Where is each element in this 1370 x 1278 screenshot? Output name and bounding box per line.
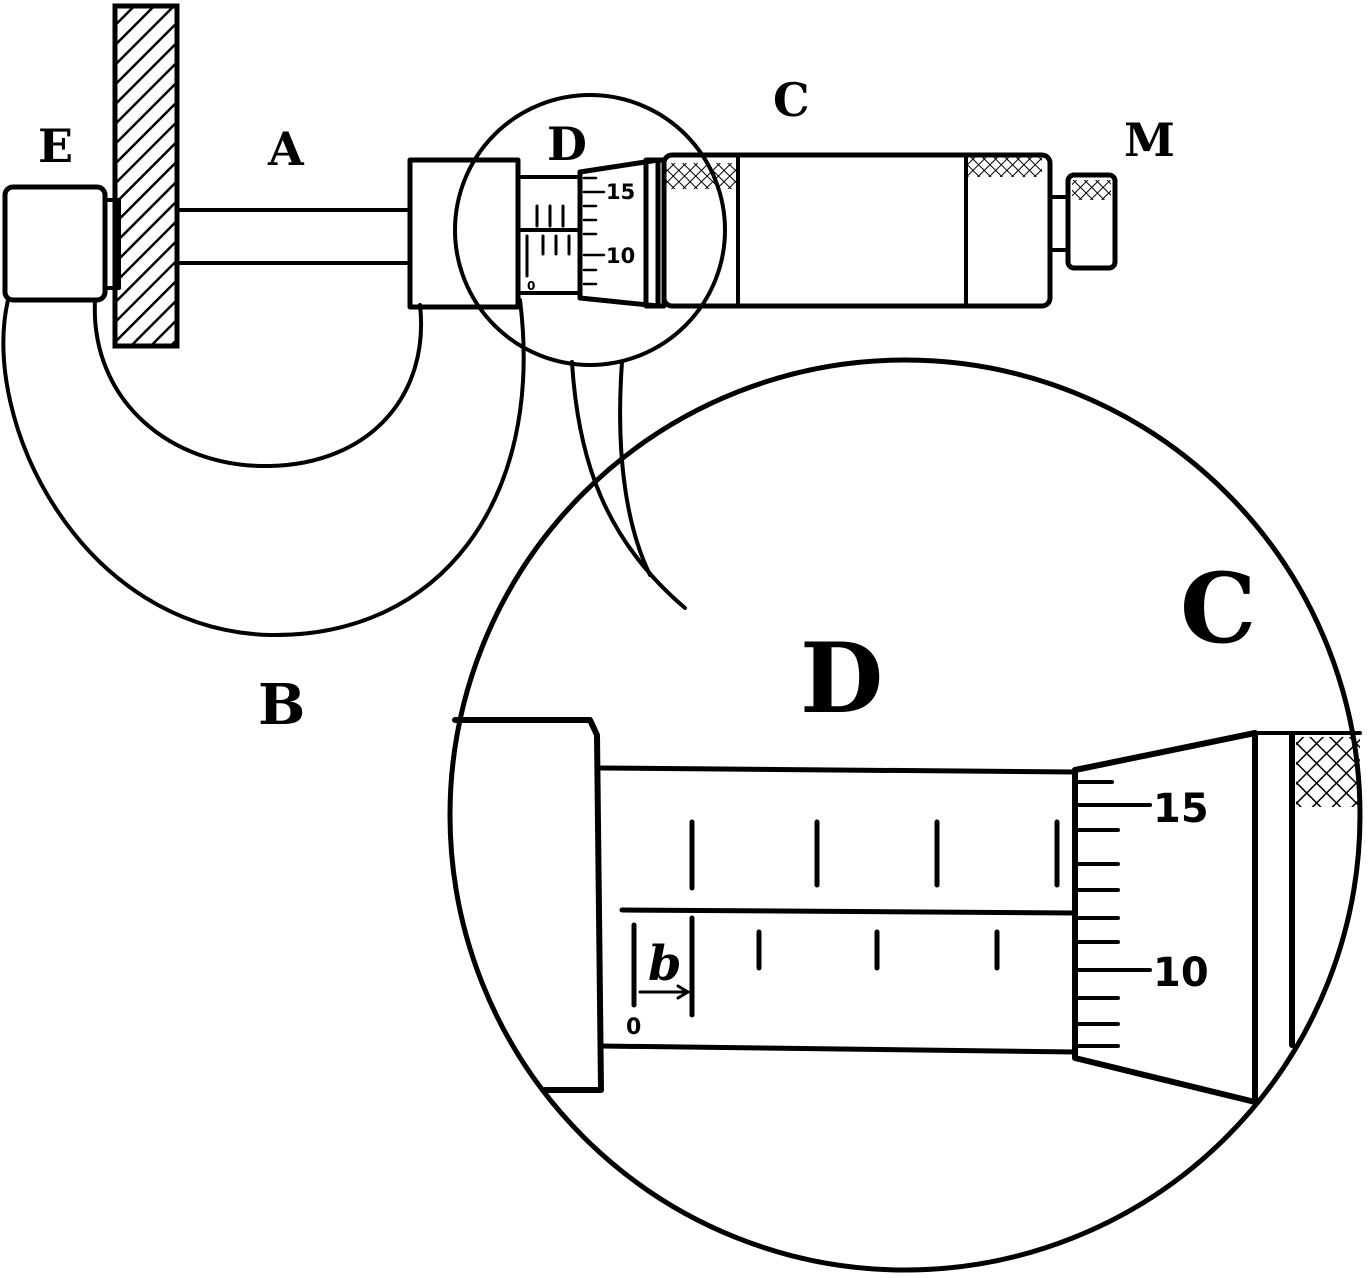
- frame-b-inner: [92, 298, 424, 469]
- zoom-b-arrowhead: [676, 984, 690, 1000]
- thimble-ticks-small: [582, 176, 606, 286]
- zoom-barrel-ticks-lower: [631, 915, 1000, 1018]
- zoom-thimble-cone: [1072, 730, 1258, 1105]
- label-a: A: [267, 122, 305, 176]
- zoom-barrel-top: [598, 765, 1078, 775]
- zoom-scale-10: 10: [1153, 950, 1209, 996]
- magnifier-circle: [453, 93, 727, 367]
- zoom-label-b: b: [648, 936, 682, 992]
- label-m: M: [1124, 113, 1175, 167]
- callout-line-right: [618, 360, 652, 577]
- ratchet-knurl: [1072, 180, 1111, 200]
- small-scale-10: 10: [606, 244, 635, 268]
- small-scale-0: 0: [527, 279, 535, 293]
- micrometer-small: 0 15 10: [1, 3, 1118, 638]
- callout-line-left: [570, 360, 687, 610]
- zoom-circle: [447, 357, 1363, 1273]
- zoom-label-c: C: [1180, 552, 1256, 665]
- zoom-reference-line: [619, 907, 1078, 916]
- zoom-scale-15: 15: [1153, 786, 1209, 832]
- thimble-knurl-right: [966, 157, 1042, 177]
- ratchet-m: [1065, 172, 1118, 271]
- thimble-knurl-left: [666, 163, 736, 189]
- zoom-barrel-ticks-upper: [689, 819, 1060, 891]
- barrel-d-ticks: [525, 204, 571, 278]
- anvil-e: [2, 184, 108, 303]
- thimble-body-c: [661, 152, 1053, 309]
- zoom-barrel-bottom: [598, 1043, 1078, 1055]
- small-scale-15: 15: [606, 180, 635, 204]
- label-d: D: [547, 117, 587, 171]
- zoom-sleeve-block: [452, 717, 604, 1093]
- label-b: B: [258, 672, 305, 738]
- thimble-collar: [643, 157, 667, 309]
- zoom-thimble-knurl: [1296, 737, 1360, 807]
- zoom-thimble-ticks: [1076, 780, 1152, 1048]
- zoom-scale-0: 0: [626, 1015, 641, 1040]
- magnified-view: b 0 15 10 D C: [447, 357, 1363, 1273]
- label-c: C: [773, 73, 810, 127]
- measured-plate: [112, 3, 180, 349]
- frame-b: [1, 298, 526, 638]
- zoom-label-d: D: [800, 622, 883, 735]
- label-e: E: [38, 119, 73, 173]
